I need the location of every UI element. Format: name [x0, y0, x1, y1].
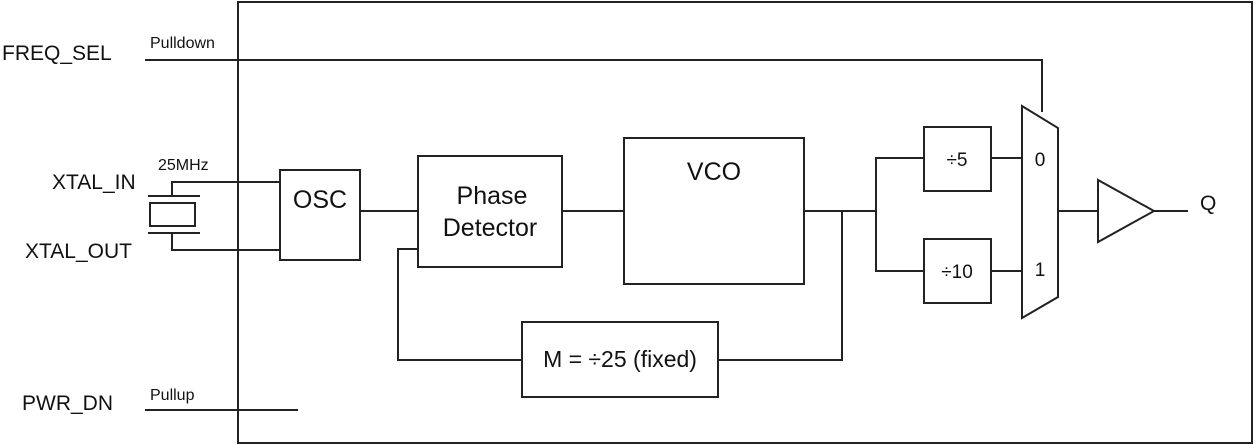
- feedback-divider-block: [521, 321, 719, 398]
- div10-block: [923, 238, 992, 304]
- xtal-out-label: XTAL_OUT: [25, 240, 132, 263]
- feedback-divider-label: M = ÷25 (fixed): [543, 346, 697, 372]
- osc-block: [279, 169, 361, 261]
- feedback-to-pd-wire: [397, 248, 522, 361]
- freq-sel-wire: [145, 59, 1043, 112]
- pwr-dn-label: PWR_DN: [22, 392, 113, 415]
- freq-sel-label: FREQ_SEL: [2, 42, 112, 65]
- phase-detector-label-line1: Phase: [457, 182, 528, 210]
- div5-label: ÷5: [947, 150, 968, 171]
- pwr-dn-pullup-note: Pullup: [150, 387, 195, 404]
- phase-detector-label-line2: Detector: [443, 214, 537, 242]
- chip-boundary: [237, 1, 1253, 444]
- mux-input-0-label: 0: [1035, 150, 1046, 171]
- vco-block: [623, 137, 805, 285]
- freq-sel-pulldown-note: Pulldown: [150, 35, 215, 52]
- div5-input-wire: [875, 157, 924, 211]
- feedback-to-divider-wire: [718, 211, 843, 361]
- div10-input-wire: [875, 211, 924, 272]
- div5-block: [923, 126, 992, 192]
- vco-label: VCO: [687, 158, 741, 186]
- xtal-in-label: XTAL_IN: [52, 171, 136, 194]
- output-q-label: Q: [1200, 192, 1216, 215]
- crystal-frequency-label: 25MHz: [158, 157, 209, 174]
- output-buffer: [1097, 178, 1157, 244]
- crystal-symbol: [148, 181, 280, 251]
- mux-input-1-label: 1: [1035, 260, 1046, 281]
- output-mux: [1021, 104, 1059, 320]
- osc-label: OSC: [293, 186, 347, 214]
- div10-label: ÷10: [941, 262, 973, 283]
- phase-detector-block: [417, 155, 563, 268]
